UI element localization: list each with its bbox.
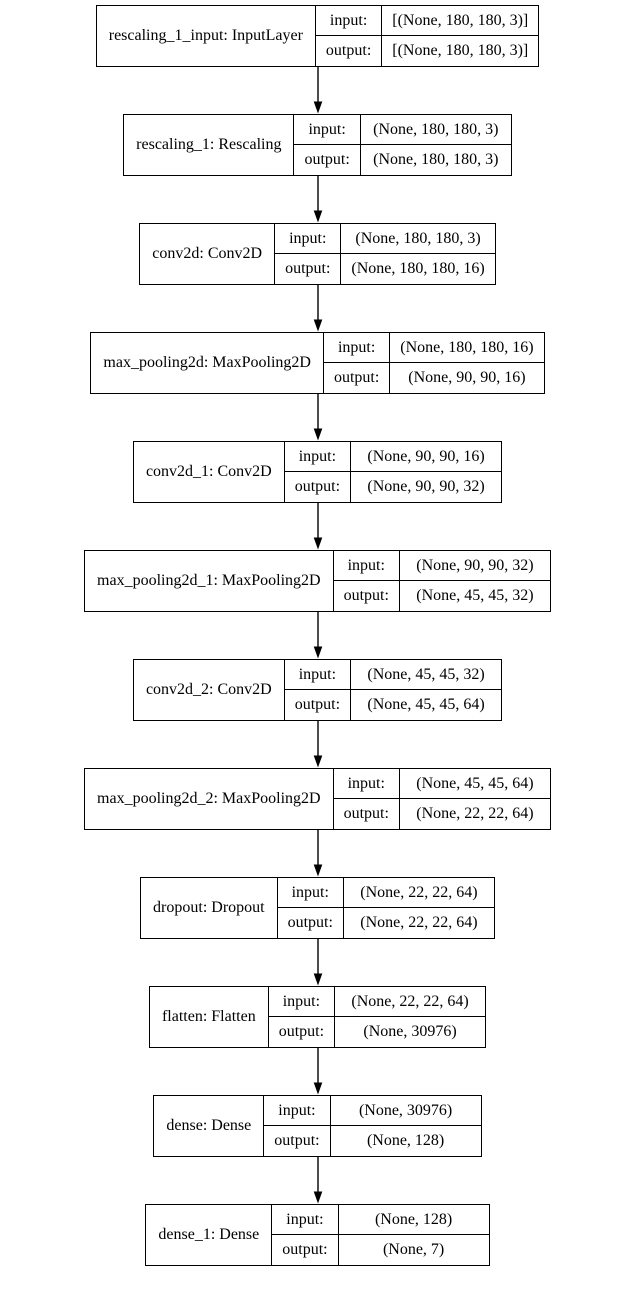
layer-name: max_pooling2d_2: MaxPooling2D [85,769,334,829]
input-label: input: [275,224,342,254]
output-label: output: [324,363,391,393]
input-shape: (None, 22, 22, 64) [335,987,486,1017]
output-label: output: [264,1126,331,1156]
output-shape: (None, 30976) [363,1023,457,1040]
input-shape: [(None, 180, 180, 3)] [382,6,539,36]
layer-name: flatten: Flatten [150,987,269,1047]
input-shape: (None, 30976) [330,1096,481,1126]
input-label: input: [268,987,336,1017]
input-shape: (None, 90, 90, 32) [399,551,550,581]
input-label: input: [272,1205,339,1235]
input-label: input: [333,551,400,581]
layer-node-dense-1: dense_1: Dense input: (None, 128) output… [145,1204,490,1266]
output-label: output: [294,145,361,175]
layer-name: conv2d: Conv2D [140,224,276,284]
arrow-down-icon [313,1157,322,1204]
output-shape: (None, 22, 22, 64) [416,805,534,822]
output-label: output: [272,1235,339,1265]
layer-name: conv2d_2: Conv2D [134,660,285,720]
output-label: output: [278,908,344,938]
output-shape: (None, 180, 180, 3) [373,151,499,168]
output-shape: (None, 128) [366,1132,445,1149]
arrow-down-icon [313,503,322,550]
input-label: input: [264,1096,331,1126]
output-label: output: [275,254,342,284]
output-label: output: [334,581,400,611]
input-shape: (None, 45, 45, 64) [399,769,550,799]
arrow-down-icon [313,721,322,768]
input-shape: (None, 90, 90, 16) [351,442,502,472]
layer-node-rescaling-1: rescaling_1: Rescaling input: (None, 180… [123,114,512,176]
arrow-down-icon [313,176,322,223]
input-shape: (None, 45, 45, 32) [351,660,502,690]
output-shape: (None, 45, 45, 64) [367,696,485,713]
input-label: input: [284,442,352,472]
output-label: output: [285,472,352,502]
layer-name: dense: Dense [154,1096,265,1156]
input-label: input: [294,115,361,145]
layer-name: dense_1: Dense [146,1205,273,1265]
input-label: input: [323,333,391,363]
output-shape: (None, 180, 180, 16) [351,260,485,277]
input-label: input: [277,878,344,908]
output-shape: (None, 45, 45, 32) [416,587,534,604]
input-label: input: [284,660,352,690]
input-label: input: [315,6,383,36]
layer-name: dropout: Dropout [141,878,278,938]
output-shape: (None, 90, 90, 32) [367,478,485,495]
arrow-down-icon [313,67,322,114]
output-label: output: [334,799,400,829]
output-shape: (None, 90, 90, 16) [408,369,526,386]
arrow-down-icon [313,1048,322,1095]
input-label: input: [333,769,400,799]
input-shape: (None, 180, 180, 3) [360,115,511,145]
arrow-down-icon [313,939,322,986]
output-shape: (None, 7) [382,1241,445,1258]
layer-node-conv2d-2: conv2d_2: Conv2D input: (None, 45, 45, 3… [132,659,503,721]
input-shape: (None, 128) [338,1205,489,1235]
output-label: output: [316,36,383,66]
input-shape: (None, 180, 180, 16) [390,333,544,363]
layer-name: max_pooling2d_1: MaxPooling2D [85,551,334,611]
arrow-down-icon [313,394,322,441]
model-architecture-diagram: rescaling_1_input: InputLayer input: [(N… [0,5,635,1266]
layer-name: rescaling_1: Rescaling [124,115,295,175]
layer-node-dense: dense: Dense input: (None, 30976) output… [153,1095,482,1157]
layer-name: max_pooling2d: MaxPooling2D [91,333,324,393]
arrow-down-icon [313,612,322,659]
arrow-down-icon [313,830,322,877]
layer-node-dropout: dropout: Dropout input: (None, 22, 22, 6… [140,877,495,939]
output-shape: (None, 22, 22, 64) [360,914,478,931]
layer-node-max-pooling2d-1: max_pooling2d_1: MaxPooling2D input: (No… [84,550,551,612]
output-label: output: [285,690,352,720]
input-shape: (None, 180, 180, 3) [341,224,495,254]
layer-name: conv2d_1: Conv2D [134,442,285,502]
layer-name: rescaling_1_input: InputLayer [97,6,316,66]
layer-node-conv2d-1: conv2d_1: Conv2D input: (None, 90, 90, 1… [132,441,503,503]
arrow-down-icon [313,285,322,332]
layer-node-max-pooling2d: max_pooling2d: MaxPooling2D input: (None… [90,332,545,394]
layer-node-max-pooling2d-2: max_pooling2d_2: MaxPooling2D input: (No… [84,768,551,830]
layer-node-conv2d: conv2d: Conv2D input: (None, 180, 180, 3… [139,223,496,285]
layer-node-rescaling-1-input: rescaling_1_input: InputLayer input: [(N… [95,5,540,67]
input-shape: (None, 22, 22, 64) [343,878,494,908]
layer-node-flatten: flatten: Flatten input: (None, 22, 22, 6… [148,986,487,1048]
output-label: output: [269,1017,336,1047]
output-shape: [(None, 180, 180, 3)] [392,42,529,59]
